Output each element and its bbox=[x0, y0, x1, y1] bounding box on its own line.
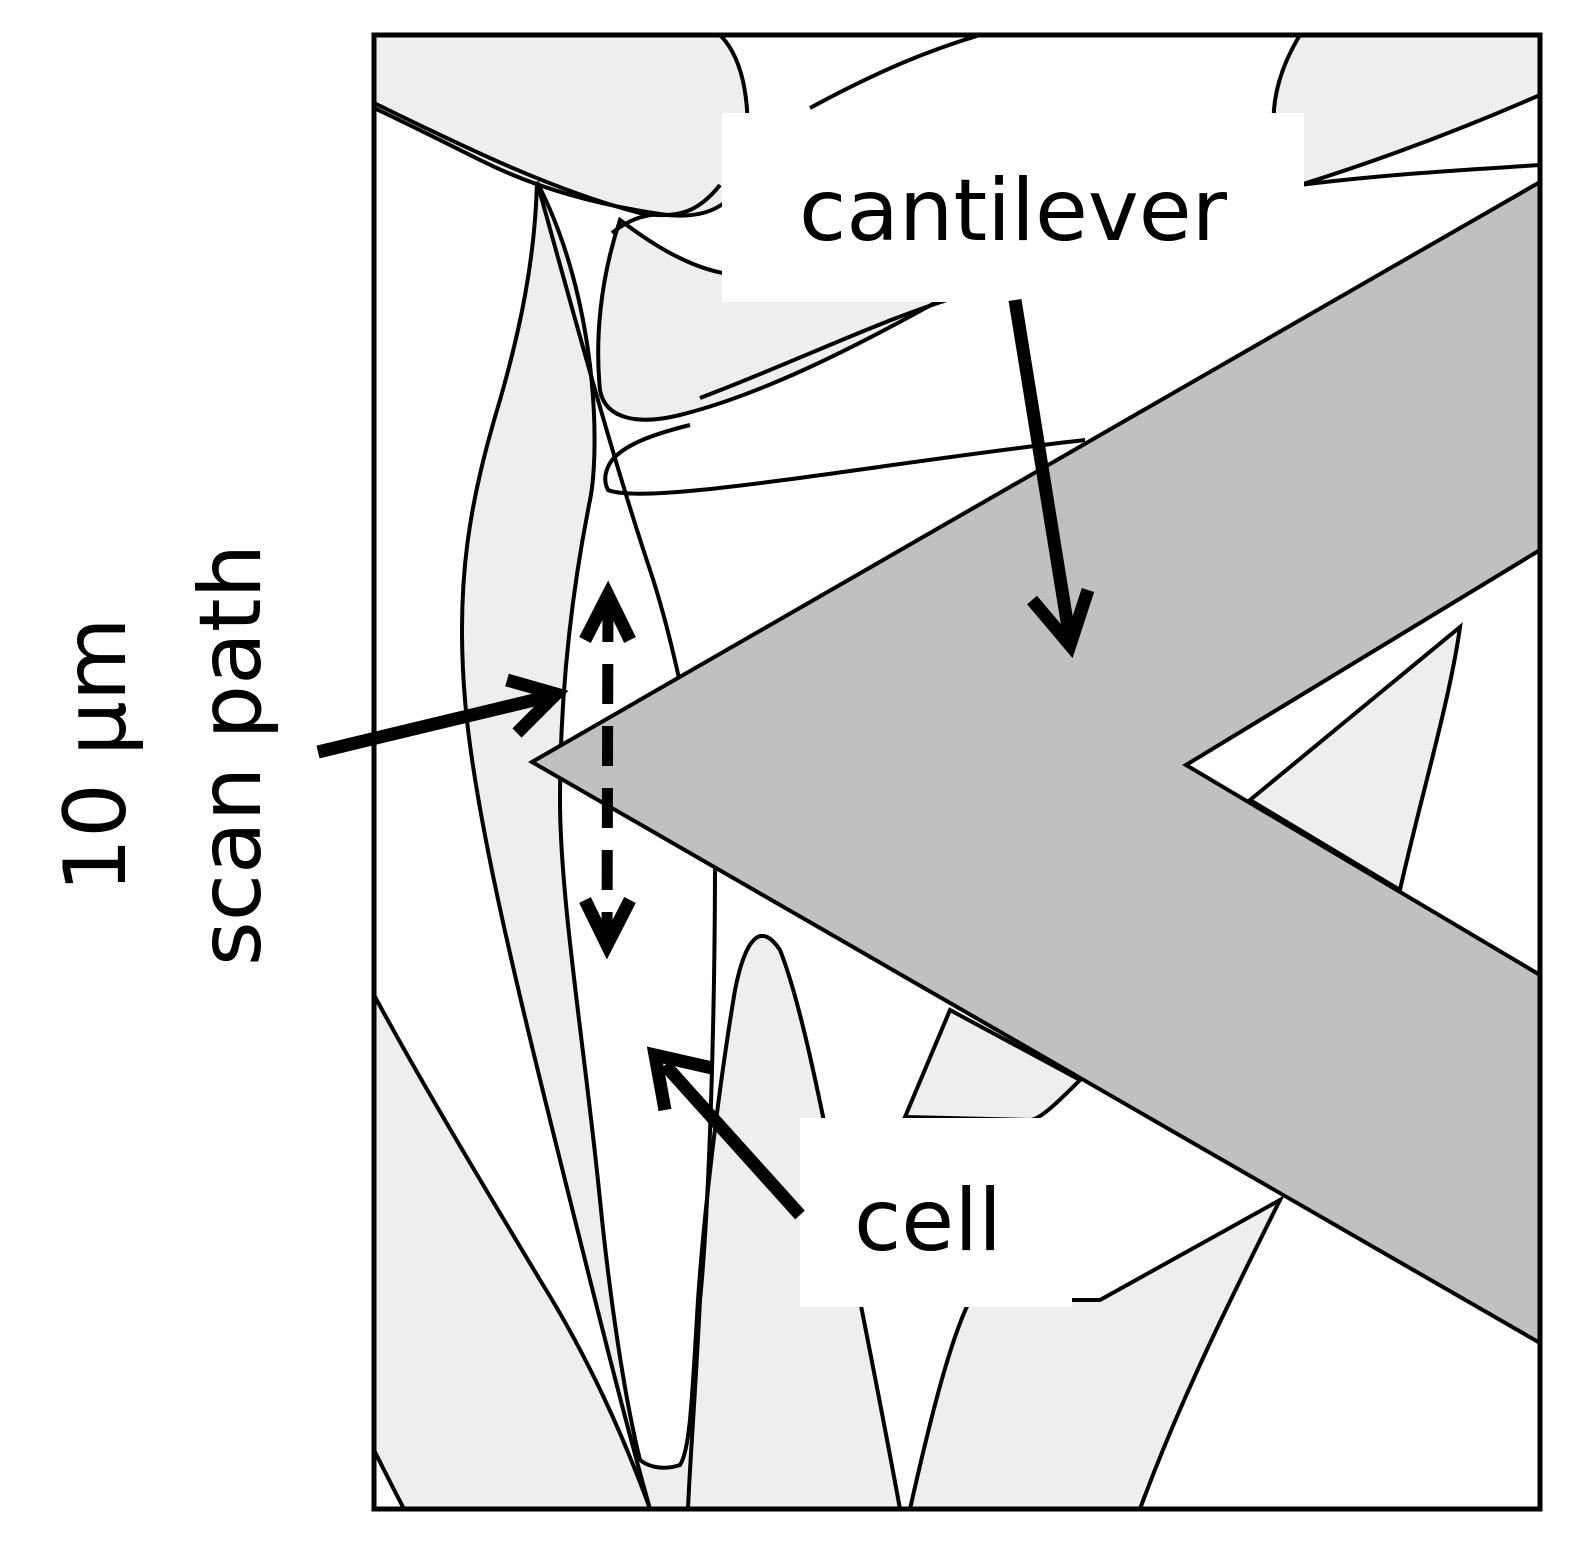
cell-outline bbox=[809, 35, 981, 110]
cell-label-box bbox=[800, 1118, 1072, 1307]
cantilever-label-box bbox=[722, 113, 1304, 302]
cantilever-arrow bbox=[1008, 298, 1095, 659]
scan-path-arrow bbox=[316, 673, 569, 759]
cell-outline bbox=[1299, 163, 1540, 187]
scan-path-label-line2: scan path bbox=[181, 544, 281, 966]
image-frame bbox=[371, 32, 1543, 1512]
scan-path-label-line1: 10 μm bbox=[46, 617, 146, 892]
cell-region bbox=[459, 181, 903, 1509]
cell-outline bbox=[374, 101, 722, 218]
cell-label: cell bbox=[854, 1171, 1002, 1271]
cell-region bbox=[907, 1195, 1285, 1509]
cell-region bbox=[1246, 622, 1463, 894]
cell-outline bbox=[610, 212, 661, 235]
scan-path-label: 10 μm scan path bbox=[46, 544, 281, 966]
cell-arrow bbox=[646, 1046, 805, 1220]
scan-path-double-arrow bbox=[579, 580, 636, 960]
cantilever-label: cantilever bbox=[799, 161, 1228, 261]
cell-region bbox=[1271, 35, 1540, 188]
cell-outline bbox=[686, 859, 717, 1509]
cell-outline bbox=[699, 294, 961, 400]
cantilever-shape bbox=[527, 179, 1540, 1346]
cell-region bbox=[374, 994, 653, 1509]
cell-outline bbox=[603, 423, 1086, 496]
